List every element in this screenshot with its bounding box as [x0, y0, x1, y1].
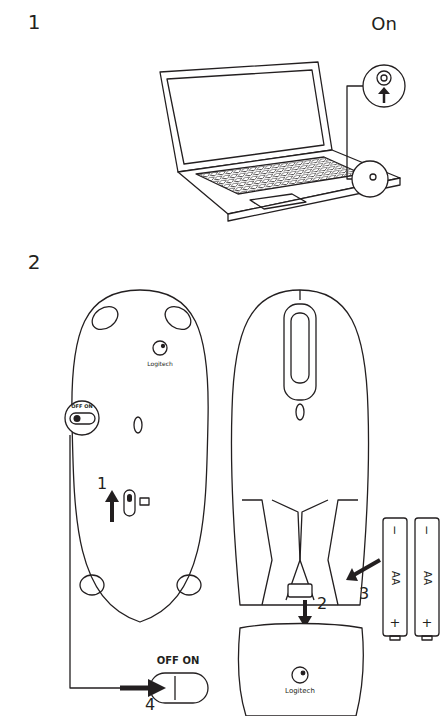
step-number: 2	[28, 252, 41, 272]
switch-label: OFF ON	[71, 404, 92, 409]
brand-text: Logitech	[147, 361, 173, 367]
callout-number: 2	[317, 596, 327, 612]
callout-number: 1	[97, 476, 107, 492]
step-number: 1	[28, 12, 41, 32]
callout-number: 4	[145, 697, 155, 713]
battery-label: AA	[390, 571, 400, 585]
polarity-mark: −	[389, 525, 401, 535]
power-button-callout	[347, 65, 405, 197]
switch-zoom	[70, 435, 208, 703]
polarity-mark: −	[421, 525, 433, 535]
polarity-mark: +	[390, 616, 401, 629]
battery-label: AA	[422, 571, 432, 585]
mouse-top	[231, 290, 380, 628]
brand-text: Logitech	[285, 688, 315, 695]
polarity-mark: +	[422, 616, 433, 629]
battery-cover	[239, 624, 364, 716]
state-label: On	[371, 15, 397, 33]
mouse-underside	[65, 290, 208, 622]
switch-label: OFF ON	[157, 656, 200, 666]
aa-batteries	[383, 518, 439, 640]
callout-number: 3	[359, 586, 369, 602]
